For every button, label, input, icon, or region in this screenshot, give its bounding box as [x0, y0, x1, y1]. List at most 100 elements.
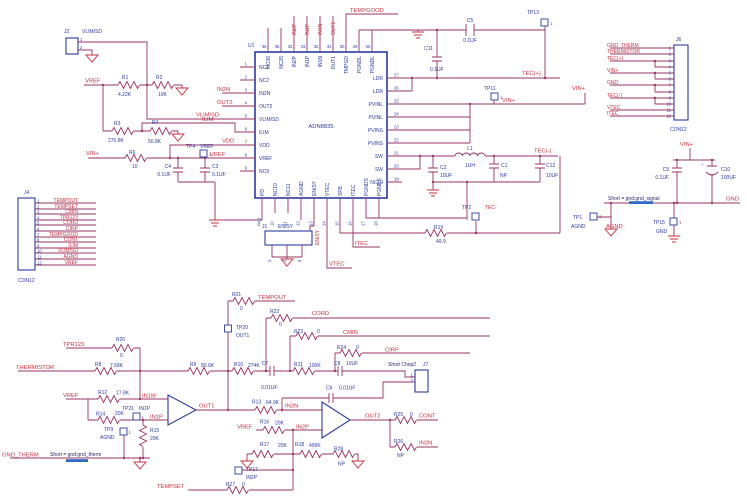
svg-text:VREF: VREF	[65, 260, 78, 266]
svg-text:0.1UF: 0.1UF	[463, 38, 477, 44]
svg-text:VIN+: VIN+	[607, 68, 618, 74]
svg-text:NC10: NC10	[273, 183, 279, 196]
net-label-in2n2: IN2N	[285, 404, 298, 410]
svg-text:R27: R27	[226, 482, 235, 488]
svg-text:R24: R24	[337, 345, 346, 351]
svg-text:TEC(+): TEC(+)	[607, 56, 624, 62]
net-label-in1p: IN1P	[150, 415, 163, 421]
svg-text:PVINL: PVINL	[369, 115, 384, 121]
wires	[10, 13, 740, 491]
svg-text:L1: L1	[467, 146, 473, 152]
svg-text:R21: R21	[232, 292, 241, 298]
svg-text:GND_THERM: GND_THERM	[607, 43, 639, 49]
svg-text:1: 1	[129, 430, 132, 435]
svg-text:50.8K: 50.8K	[148, 139, 162, 145]
svg-text:1: 1	[245, 62, 248, 67]
net-label-out1-top: OUT1	[331, 21, 337, 35]
tp21-square	[132, 412, 141, 421]
svg-text:1: 1	[37, 199, 40, 204]
svg-text:SW: SW	[375, 154, 383, 160]
net-label-in2n3: IN2N	[419, 441, 432, 447]
svg-text:8: 8	[37, 238, 40, 243]
u1-part-number: ADN8835	[308, 124, 333, 130]
svg-text:4: 4	[669, 65, 672, 70]
svg-text:17.8K: 17.8K	[116, 391, 130, 397]
svg-text:ITEC: ITEC	[351, 184, 357, 196]
svg-text:R25: R25	[394, 412, 403, 418]
svg-text:15: 15	[335, 221, 340, 226]
svg-text:7.68K: 7.68K	[110, 363, 124, 369]
svg-text:VTEC: VTEC	[607, 105, 621, 111]
svg-text:6: 6	[669, 77, 672, 82]
svg-text:C12: C12	[546, 163, 555, 169]
tp1-square	[589, 212, 598, 221]
svg-text:TEC(-): TEC(-)	[607, 93, 622, 99]
svg-text:0: 0	[240, 306, 243, 312]
svg-text:29: 29	[353, 44, 358, 49]
j6-ref: J6	[676, 37, 682, 43]
svg-text:TEC-: TEC-	[485, 205, 497, 211]
svg-text:R2: R2	[156, 75, 163, 81]
svg-text:10: 10	[37, 249, 42, 254]
svg-text:R6: R6	[129, 150, 136, 156]
svg-text:1: 1	[599, 214, 602, 219]
component-symbols	[85, 24, 719, 494]
svg-text:NC9: NC9	[259, 169, 269, 175]
svg-text:16: 16	[348, 221, 353, 226]
svg-text:R12: R12	[98, 390, 107, 396]
svg-text:+: +	[701, 162, 704, 167]
svg-text:0.1UF: 0.1UF	[430, 67, 444, 73]
svg-text:7: 7	[245, 140, 248, 145]
svg-text:19: 19	[394, 177, 399, 182]
svg-text:IN2P: IN2P	[246, 475, 258, 481]
net-label-vdd: VDD	[222, 139, 234, 145]
svg-text:10UF: 10UF	[346, 361, 358, 367]
svg-text:NC1: NC1	[259, 65, 269, 71]
j2-net: VLIM/SD	[82, 29, 102, 35]
svg-text:1: 1	[466, 216, 469, 221]
svg-text:2: 2	[669, 52, 672, 57]
net-label-in1p-top: IN1P	[305, 23, 311, 35]
svg-text:TEMPGOOD: TEMPGOOD	[49, 232, 79, 238]
svg-text:TMPGD: TMPGD	[344, 56, 350, 74]
svg-text:9: 9	[669, 96, 672, 101]
svg-text:TP11: TP11	[484, 86, 496, 92]
svg-text:3: 3	[297, 259, 302, 262]
svg-text:32: 32	[314, 44, 319, 49]
svg-text:4: 4	[37, 216, 40, 221]
net-label-cirp: CIRP	[385, 348, 399, 354]
svg-text:TP15: TP15	[653, 220, 665, 226]
svg-text:TEMPOUT: TEMPOUT	[54, 198, 78, 204]
svg-text:20: 20	[394, 164, 399, 169]
svg-text:100UF: 100UF	[721, 175, 736, 181]
svg-text:36: 36	[262, 44, 267, 49]
svg-text:AGND: AGND	[299, 181, 305, 196]
svg-text:R26: R26	[394, 439, 403, 445]
net-label-tempset: TEMPSET	[157, 484, 185, 490]
svg-text:IN2N: IN2N	[259, 91, 271, 97]
svg-text:10: 10	[132, 164, 138, 170]
net-label-tecn: TEC(-)	[534, 149, 551, 155]
svg-text:PVINS: PVINS	[368, 128, 384, 134]
tp15-square	[669, 217, 678, 226]
net-label-ensy: EN/SY	[315, 229, 321, 245]
svg-text:17: 17	[361, 221, 366, 226]
svg-text:TP2: TP2	[462, 205, 471, 211]
svg-text:R20: R20	[116, 337, 125, 343]
net-label-in1m: IN1M	[142, 394, 156, 400]
svg-text:SFB: SFB	[338, 186, 344, 196]
svg-text:TP21: TP21	[122, 406, 134, 412]
svg-text:2: 2	[37, 205, 40, 210]
svg-text:33: 33	[301, 44, 306, 49]
svg-text:22: 22	[394, 138, 399, 143]
net-label-vinp3: VIN+	[572, 86, 586, 92]
short-bar-signal	[629, 201, 653, 204]
net-label-gnd: GND	[726, 197, 739, 203]
svg-text:25: 25	[394, 99, 399, 104]
svg-text:TP1: TP1	[573, 215, 582, 221]
j6-footprint: CON12	[670, 127, 687, 133]
svg-text:28: 28	[366, 44, 371, 49]
svg-text:GND: GND	[607, 80, 619, 86]
